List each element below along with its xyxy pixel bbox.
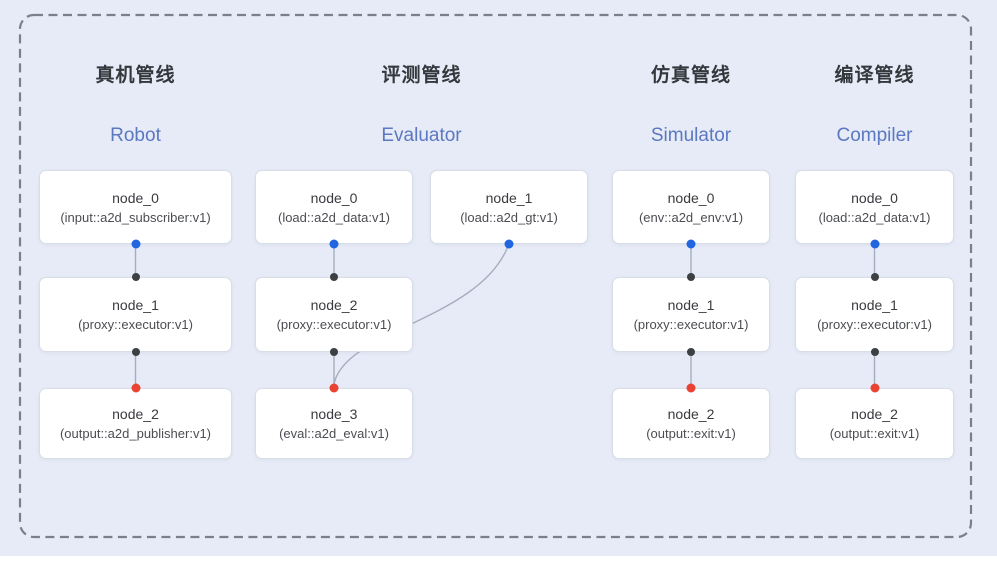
node-detail: (env::a2d_env:v1) <box>638 209 744 225</box>
pipeline-robot-title-en: Robot <box>110 125 161 146</box>
node-box-robot-node1: node_1 (proxy::executor:v1) <box>39 277 232 352</box>
node-name: node_0 <box>667 189 715 206</box>
node-box-simulator-node1: node_1 (proxy::executor:v1) <box>612 277 770 352</box>
node-detail: (proxy::executor:v1) <box>78 317 193 332</box>
node-box-robot-node2: node_2 (output::a2d_publisher:v1) <box>39 388 232 459</box>
node-detail: (output::exit:v1) <box>829 426 920 441</box>
node-detail: (eval::a2d_eval:v1) <box>279 426 389 441</box>
node-detail: (proxy::executor:v1) <box>276 317 392 332</box>
node-name: node_3 <box>310 406 358 422</box>
node-detail: (load::a2d_gt:v1) <box>460 209 558 225</box>
node-name: node_1 <box>667 297 715 313</box>
node-detail: (load::a2d_data:v1) <box>277 209 391 225</box>
node-name: node_2 <box>667 406 715 422</box>
pipeline-compiler-title-en: Compiler <box>836 125 913 146</box>
node-name: node_2 <box>112 406 159 422</box>
pipeline-robot-title-zh: 真机管线 <box>95 65 176 86</box>
node-name: node_2 <box>851 406 898 422</box>
node-box-evaluator-node1: node_1 (load::a2d_gt:v1) <box>430 170 588 244</box>
node-name: node_1 <box>112 297 159 313</box>
port-dot-black <box>330 348 338 356</box>
pipeline-simulator-title-en: Simulator <box>650 125 732 146</box>
port-dot-blue <box>686 239 696 249</box>
port-dot-red <box>870 383 879 393</box>
port-dot-blue <box>504 239 513 249</box>
node-name: node_1 <box>851 297 898 313</box>
dashed-border <box>18 13 973 539</box>
node-box-evaluator-node0: node_0 (load::a2d_data:v1) <box>255 170 413 244</box>
pipeline-evaluator-title-zh: 评测管线 <box>381 65 462 86</box>
port-dot-blue <box>131 239 140 249</box>
edge-evaluator-node1-node3 <box>333 244 510 385</box>
port-dot-red <box>131 383 140 393</box>
node-box-compiler-node2: node_2 (output::exit:v1) <box>795 388 954 459</box>
port-dot-black <box>131 348 140 356</box>
node-name: node_0 <box>851 189 898 206</box>
port-dot-red <box>329 383 339 393</box>
port-dot-blue <box>870 239 879 249</box>
node-box-robot-node0: node_0 (input::a2d_subscriber:v1) <box>39 170 232 244</box>
port-dot-black <box>870 273 879 281</box>
node-box-simulator-node0: node_0 (env::a2d_env:v1) <box>612 170 770 244</box>
node-box-evaluator-node2: node_2 (proxy::executor:v1) <box>255 277 413 352</box>
port-dot-black <box>687 273 695 281</box>
port-dot-blue <box>329 239 339 249</box>
node-box-evaluator-node3: node_3 (eval::a2d_eval:v1) <box>255 388 413 459</box>
node-box-compiler-node1: node_1 (proxy::executor:v1) <box>795 277 954 352</box>
pipeline-simulator-title-zh: 仿真管线 <box>650 65 731 86</box>
pipeline-evaluator-title-en: Evaluator <box>381 125 462 146</box>
node-detail: (proxy::executor:v1) <box>817 317 932 332</box>
node-detail: (output::exit:v1) <box>646 426 736 441</box>
node-detail: (input::a2d_subscriber:v1) <box>60 209 211 225</box>
port-dot-black <box>330 273 338 281</box>
port-dot-black <box>131 273 140 281</box>
pipeline-compiler-title-zh: 编译管线 <box>834 65 915 86</box>
node-name: node_0 <box>310 189 358 206</box>
node-detail: (load::a2d_data:v1) <box>818 209 931 225</box>
port-dot-black <box>870 348 879 356</box>
node-detail: (proxy::executor:v1) <box>633 317 749 332</box>
node-name: node_2 <box>310 297 358 313</box>
node-box-compiler-node0: node_0 (load::a2d_data:v1) <box>795 170 954 244</box>
port-dot-black <box>687 348 695 356</box>
node-name: node_0 <box>112 189 159 206</box>
node-detail: (output::a2d_publisher:v1) <box>59 426 212 441</box>
port-dot-red <box>686 383 696 393</box>
node-box-simulator-node2: node_2 (output::exit:v1) <box>612 388 770 459</box>
node-name: node_1 <box>485 189 533 206</box>
